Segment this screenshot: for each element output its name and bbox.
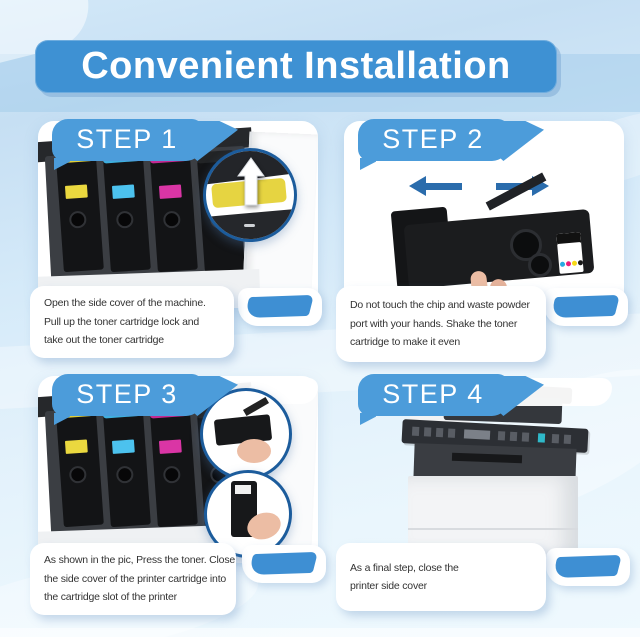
- mini-cartridge-label: [235, 485, 251, 494]
- step-1-label: STEP 1: [76, 123, 178, 154]
- panel-button: [447, 428, 456, 438]
- cartridge-label: [64, 184, 88, 199]
- panel-button-teal: [537, 433, 546, 443]
- page-title: Convenient Installation: [81, 45, 511, 87]
- cartridge-label: [111, 184, 135, 199]
- cartridge-knob: [115, 465, 134, 484]
- caption-line: the side cover of the printer cartridge …: [44, 572, 227, 585]
- step-2-pill: STEP 2: [358, 119, 508, 161]
- step-4-caption: As a final step, close the printer side …: [336, 543, 546, 611]
- caption-line: printer side cover: [350, 580, 427, 592]
- toner-cartridge-magenta: [149, 149, 198, 273]
- step-2-label: STEP 2: [382, 123, 484, 154]
- step-3-pill: STEP 3: [52, 374, 202, 416]
- panel-button: [521, 432, 530, 442]
- cartridge-label: [111, 439, 135, 454]
- caption-line: As shown in the pic, Press the toner. Cl…: [44, 554, 236, 567]
- cartridge-knob: [115, 210, 134, 229]
- cartridge-knob: [162, 465, 181, 484]
- step-3-caption: As shown in the pic, Press the toner. Cl…: [30, 543, 236, 615]
- cartridge-label: [158, 184, 182, 199]
- toner-cartridge-yellow: [55, 404, 104, 528]
- cartridge-label: [64, 439, 88, 454]
- inset-detail: [244, 224, 255, 227]
- cartridge-knob: [68, 465, 87, 484]
- toner-lock-inset: [203, 148, 297, 242]
- cartridge-fin: [242, 396, 270, 417]
- caption-line: Open the side cover of the machine.: [44, 297, 206, 310]
- toner-cartridge-yellow: [55, 149, 104, 273]
- panel-button: [411, 426, 420, 437]
- up-arrow-icon: [237, 157, 265, 206]
- ribbon-tab: [244, 294, 314, 319]
- panel-button: [563, 434, 572, 444]
- ribbon-tab: [550, 294, 620, 319]
- cartridge-knob: [162, 210, 181, 229]
- caption-line: port with your hands. Shake the toner: [350, 317, 518, 330]
- caption-line: As a final step, close the: [350, 561, 459, 574]
- step-1-caption: Open the side cover of the machine. Pull…: [30, 286, 234, 358]
- toner-cartridge-cyan: [102, 149, 151, 273]
- panel-button: [423, 427, 432, 437]
- arrow-left-icon: [409, 176, 462, 196]
- panel-button: [551, 433, 560, 444]
- cartridge-gear: [528, 253, 552, 277]
- toner-cartridge-magenta: [149, 404, 198, 528]
- printer-body-seam: [408, 528, 578, 530]
- caption-line: take out the toner cartridge: [44, 334, 164, 347]
- panel-button: [509, 431, 518, 442]
- mini-hand: [237, 439, 271, 463]
- cartridge-knob: [68, 210, 87, 229]
- ribbon-tab: [248, 551, 318, 576]
- step-1-pill: STEP 1: [52, 119, 202, 161]
- panel-button: [497, 431, 506, 441]
- caption-line: Do not touch the chip and waste powder: [350, 299, 530, 312]
- background-bottom-strip: [0, 628, 640, 637]
- step-4-pill: STEP 4: [358, 374, 508, 416]
- dot-magenta: [565, 261, 572, 267]
- caption-line: the cartridge slot of the printer: [44, 591, 177, 604]
- cartridge-label: [556, 232, 584, 274]
- caption-line: Pull up the toner cartridge lock and: [44, 315, 200, 328]
- panel-button: [435, 427, 444, 438]
- ribbon-tab: [552, 554, 622, 579]
- dot-black: [577, 260, 584, 266]
- dot-yellow: [571, 260, 578, 266]
- step-2-caption: Do not touch the chip and waste powder p…: [336, 286, 546, 362]
- title-banner: Convenient Installation: [35, 40, 557, 93]
- step-4-label: STEP 4: [382, 378, 484, 409]
- dot-cyan: [559, 261, 566, 267]
- caption-line: cartridge to make it even: [350, 336, 460, 349]
- cartridge-label: [158, 439, 182, 454]
- toner-cartridge-cyan: [102, 404, 151, 528]
- step-3-label: STEP 3: [76, 378, 178, 409]
- panel-display: [463, 429, 491, 440]
